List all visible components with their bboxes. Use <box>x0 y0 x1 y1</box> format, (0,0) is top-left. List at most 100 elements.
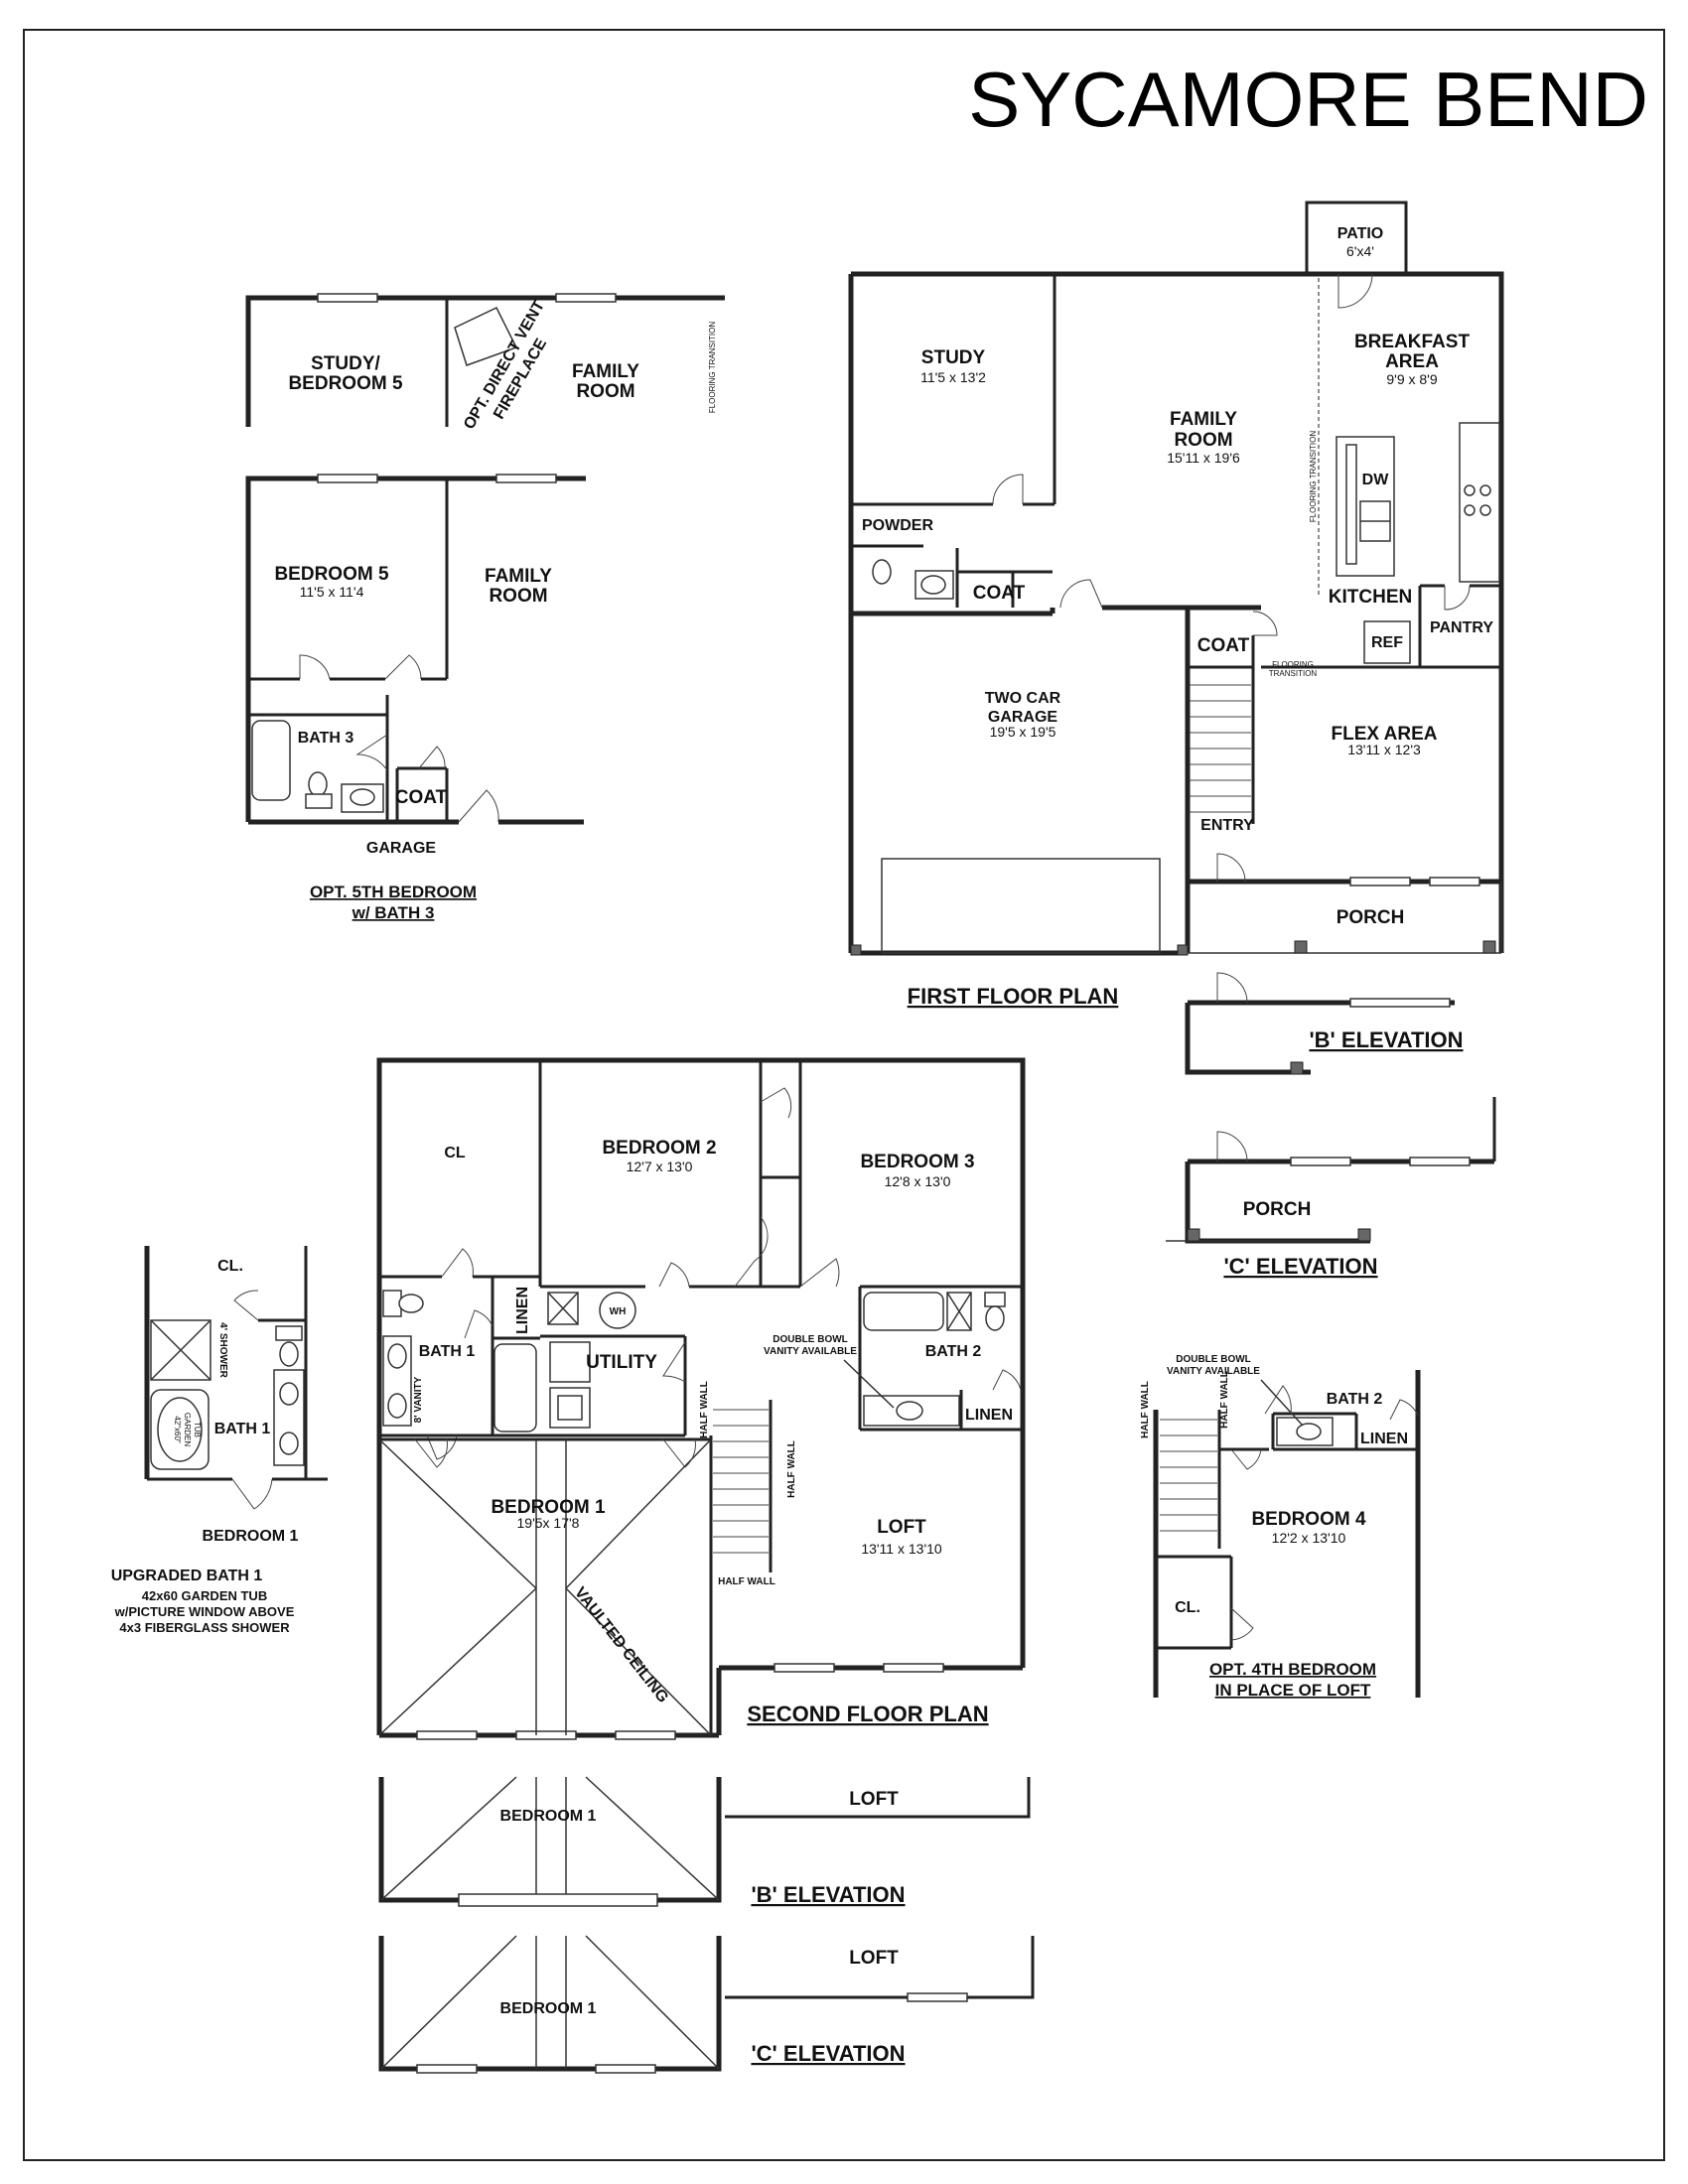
first-floor-plan: PATIO 6'x4' STUDY 11'5 x 13'2 POWDER COA… <box>848 201 1504 1009</box>
ref-label: REF <box>1371 634 1403 651</box>
opt4-bath2-label: BATH 2 <box>1327 1391 1383 1408</box>
family-room-label-2: ROOM <box>1174 430 1232 451</box>
bedroom3-label: BEDROOM 3 <box>860 1152 974 1172</box>
second-floor-plan: CL BEDROOM 2 12'7 x 13'0 BEDROOM 3 12'8 … <box>376 1057 1026 1740</box>
plan-title: SYCAMORE BEND <box>968 56 1648 143</box>
half-wall-label-2: HALF WALL <box>786 1440 797 1498</box>
pantry-label: PANTRY <box>1430 619 1493 636</box>
first-floor-caption: FIRST FLOOR PLAN <box>908 984 1119 1009</box>
loft-label: LOFT <box>877 1517 926 1538</box>
water-heater <box>599 1292 636 1329</box>
bath1-tub <box>493 1343 537 1433</box>
sheet-border <box>23 29 1665 2161</box>
opt4-half-wall-2: HALF WALL <box>1219 1371 1230 1429</box>
flooring-transition-label: FLOORING TRANSITION <box>1309 431 1318 523</box>
opt4-double-bowl-2: VANITY AVAILABLE <box>1167 1366 1260 1377</box>
b-elev-bedroom1-label: BEDROOM 1 <box>500 1808 597 1825</box>
c-elevation-caption-1: 'C' ELEVATION <box>1223 1254 1377 1279</box>
coat-label-2: COAT <box>1197 635 1250 656</box>
family-room-dim: 15'11 x 19'6 <box>1167 450 1240 466</box>
family-room-opt-b-2: ROOM <box>489 586 547 607</box>
flooring-label-3: TRANSITION <box>1269 669 1318 678</box>
tub-label-1: 42"x60" <box>173 1416 182 1443</box>
bedroom5-label: BEDROOM 5 <box>274 564 389 585</box>
linen-label-2: LINEN <box>965 1407 1013 1424</box>
c-elev-loft-label: LOFT <box>849 1948 899 1969</box>
garage-label-2: GARAGE <box>988 709 1058 726</box>
second-floor-caption: SECOND FLOOR PLAN <box>747 1702 988 1726</box>
utility-label: UTILITY <box>586 1352 657 1373</box>
tub-label-2: GARDEN <box>183 1413 192 1446</box>
stairs-opt-4th <box>1160 1419 1217 1532</box>
upgraded-bath-caption: UPGRADED BATH 1 <box>111 1568 263 1584</box>
half-wall-label-3: HALF WALL <box>718 1576 775 1587</box>
refrigerator <box>1363 620 1411 664</box>
bedroom2-dim: 12'7 x 13'0 <box>627 1159 693 1174</box>
flooring-transition-opt: FLOORING TRANSITION <box>708 322 717 414</box>
garage-label: TWO CAR <box>985 690 1061 707</box>
bedroom5-dim: 11'5 x 11'4 <box>300 584 364 600</box>
fireplace <box>454 307 518 366</box>
vanity-label: 8' VANITY <box>413 1376 424 1423</box>
wh-label: WH <box>610 1306 627 1317</box>
loft-dim: 13'11 x 13'10 <box>861 1541 942 1557</box>
garage-dim: 19'5 x 19'5 <box>990 724 1056 740</box>
powder-toilet <box>872 559 892 585</box>
opt4-linen-label: LINEN <box>1360 1431 1408 1447</box>
b-elevation-caption-2: 'B' ELEVATION <box>751 1882 905 1907</box>
flex-area-dim: 13'11 x 12'3 <box>1347 742 1421 757</box>
garage-label-opt: GARAGE <box>366 840 437 857</box>
vaulted-ceiling-label: VAULTED CEILING <box>571 1584 671 1706</box>
bath3-tub <box>251 720 291 801</box>
porch-label: PORCH <box>1336 907 1405 928</box>
entry-label: ENTRY <box>1200 817 1254 834</box>
coat-label-1: COAT <box>973 583 1026 604</box>
stairs-first-floor <box>1190 684 1251 813</box>
opt-4th-bedroom-plan: HALF WALL HALF WALL BATH 2 LINEN DOUBLE … <box>1140 1354 1421 1700</box>
family-room-label-opt-2: ROOM <box>576 381 634 402</box>
first-floor-b-elevation: 'B' ELEVATION <box>1185 972 1464 1075</box>
half-wall-label-1: HALF WALL <box>699 1381 710 1438</box>
shower-label: 4' SHOWER <box>217 1322 228 1378</box>
c-elev-bedroom1-label: BEDROOM 1 <box>500 2000 597 2017</box>
b-elev-loft-label: LOFT <box>849 1789 899 1810</box>
powder-label: POWDER <box>862 517 933 534</box>
opt-4th-caption: OPT. 4TH BEDROOM <box>1209 1660 1376 1679</box>
flex-area-label: FLEX AREA <box>1332 724 1438 745</box>
bedroom2-label: BEDROOM 2 <box>602 1138 716 1159</box>
bedroom4-dim: 12'2 x 13'10 <box>1272 1530 1346 1546</box>
linen-label-1: LINEN <box>514 1287 531 1334</box>
breakfast-label-2: AREA <box>1385 351 1439 372</box>
opt-4th-caption-2: IN PLACE OF LOFT <box>1215 1681 1371 1700</box>
c-elevation-caption-2: 'C' ELEVATION <box>751 2041 905 2066</box>
upgraded-note-2: w/PICTURE WINDOW ABOVE <box>114 1604 295 1619</box>
patio-label: PATIO <box>1337 225 1384 242</box>
upgraded-bath-plan: CL. 4' SHOWER 42"x60" GARDEN TUB BATH 1 … <box>111 1246 328 1635</box>
flooring-label-2: FLOORING <box>1272 660 1314 669</box>
c-porch-label: PORCH <box>1243 1199 1312 1220</box>
bath2-label: BATH 2 <box>925 1343 982 1360</box>
garage-door <box>881 858 1161 954</box>
bath3-label: BATH 3 <box>298 730 354 747</box>
upgraded-note-3: 4x3 FIBERGLASS SHOWER <box>119 1620 290 1635</box>
cl-label: CL <box>444 1145 466 1161</box>
study-label: STUDY <box>921 347 986 368</box>
breakfast-label: BREAKFAST <box>1354 332 1471 352</box>
patio-dim: 6'x4' <box>1346 243 1374 259</box>
upgraded-bath1-label: BATH 1 <box>214 1421 271 1437</box>
first-floor-c-elevation: PORCH 'C' ELEVATION <box>1166 1097 1496 1279</box>
bath2-tub <box>863 1292 944 1331</box>
double-bowl-label-2: VANITY AVAILABLE <box>764 1346 857 1357</box>
opt4-half-wall-1: HALF WALL <box>1140 1381 1151 1438</box>
upgraded-note-1: 42x60 GARDEN TUB <box>142 1588 267 1603</box>
family-room-opt-b: FAMILY <box>485 566 552 587</box>
kitchen-label: KITCHEN <box>1329 587 1412 608</box>
family-room-label-opt: FAMILY <box>572 361 639 382</box>
dw-label: DW <box>1362 472 1390 488</box>
opt-5th-caption-2: w/ BATH 3 <box>352 903 435 922</box>
bedroom3-dim: 12'8 x 13'0 <box>885 1173 951 1189</box>
opt4-cl-label: CL. <box>1175 1599 1200 1616</box>
bedroom1-label: BEDROOM 1 <box>491 1497 606 1518</box>
coat-label-opt: COAT <box>395 787 448 808</box>
bedroom1-dim: 19'5x 17'8 <box>517 1515 580 1531</box>
